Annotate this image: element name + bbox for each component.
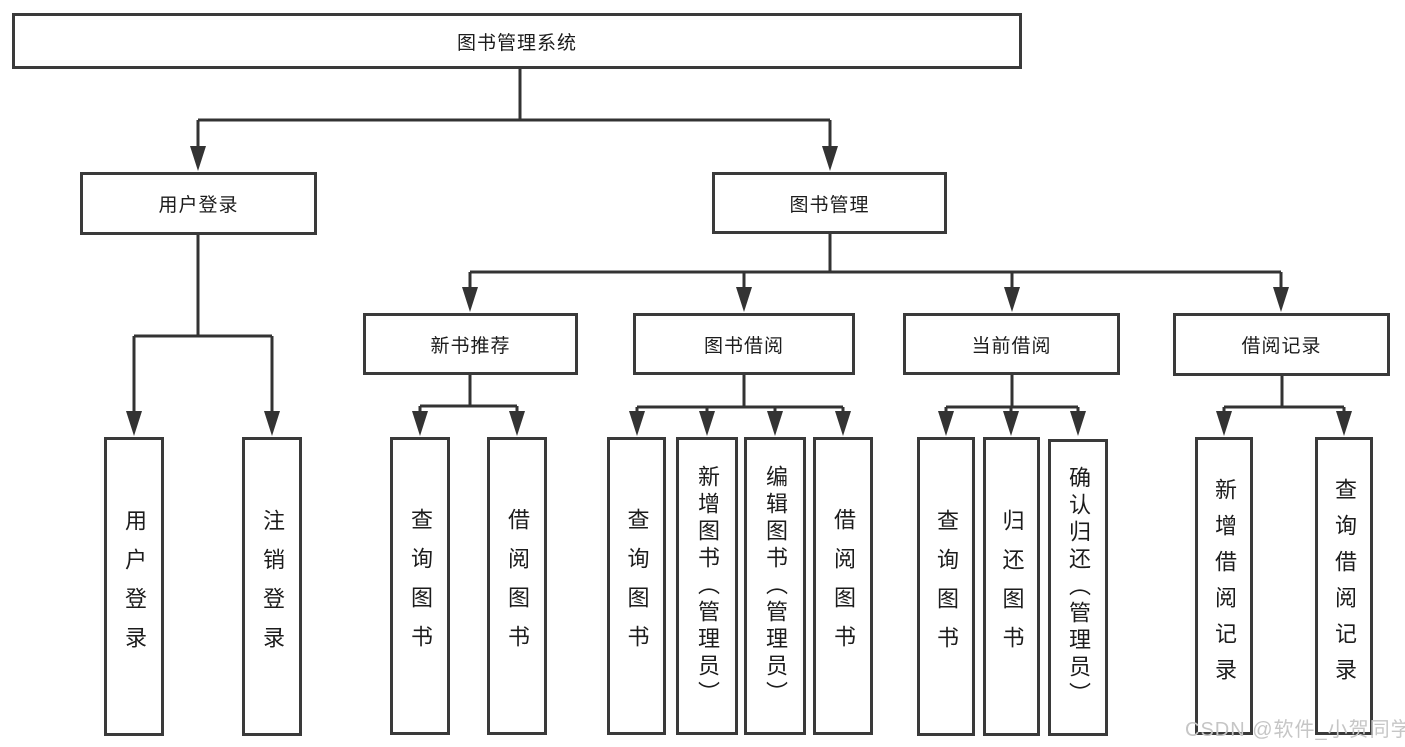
node-label: 借阅记录	[1241, 336, 1322, 357]
leaf-add-borrow-record: 新增借阅记录	[1195, 437, 1253, 735]
node-label: 当前借阅	[971, 335, 1052, 357]
leaf-label: 查询图书	[934, 508, 959, 665]
node-label: 图书管理系统	[456, 32, 577, 54]
leaf-borrow-book: 借阅图书	[487, 437, 547, 735]
leaf-label: 用户登录	[122, 508, 147, 665]
node-system-root: 图书管理系统	[12, 13, 1022, 69]
node-label: 新书推荐	[430, 335, 511, 357]
leaf-confirm-return-admin: 确认归还（管理员）	[1048, 439, 1108, 736]
leaf-label: 查询图书	[408, 508, 433, 664]
node-label: 图书借阅	[703, 335, 784, 357]
leaf-label: 注销登录	[260, 508, 285, 665]
leaf-query-book: 查询图书	[390, 437, 450, 735]
node-borrow-records: 借阅记录	[1173, 313, 1390, 376]
node-new-book-recommend: 新书推荐	[363, 313, 578, 375]
leaf-logout: 注销登录	[242, 437, 302, 736]
leaf-add-book-admin: 新增图书（管理员）	[676, 437, 738, 735]
node-book-borrow: 图书借阅	[633, 313, 855, 375]
leaf-label: 新增借阅记录	[1212, 478, 1237, 694]
node-current-borrow: 当前借阅	[903, 313, 1120, 375]
leaf-label: 确认归还（管理员）	[1066, 466, 1091, 709]
csdn-watermark: CSDN @软件_小贺同学	[1185, 719, 1405, 741]
leaf-label: 新增图书（管理员）	[695, 464, 720, 708]
leaf-label: 借阅图书	[505, 508, 530, 664]
leaf-edit-book-admin: 编辑图书（管理员）	[744, 437, 806, 735]
leaf-query-book: 查询图书	[607, 437, 666, 735]
leaf-user-login: 用户登录	[104, 437, 164, 736]
node-label: 图书管理	[789, 194, 870, 216]
node-user-login: 用户登录	[80, 172, 317, 235]
arrowhead-icons	[126, 146, 1352, 436]
leaf-return-book: 归还图书	[983, 437, 1040, 736]
leaf-query-borrow-record: 查询借阅记录	[1315, 437, 1373, 735]
leaf-query-book: 查询图书	[917, 437, 975, 736]
leaf-borrow-book: 借阅图书	[813, 437, 873, 735]
leaf-label: 查询借阅记录	[1332, 478, 1357, 694]
leaf-label: 编辑图书（管理员）	[763, 464, 788, 708]
leaf-label: 归还图书	[999, 508, 1025, 665]
node-book-management: 图书管理	[712, 172, 947, 234]
leaf-label: 查询图书	[624, 508, 650, 664]
node-label: 用户登录	[158, 195, 239, 216]
leaf-label: 借阅图书	[831, 508, 856, 664]
